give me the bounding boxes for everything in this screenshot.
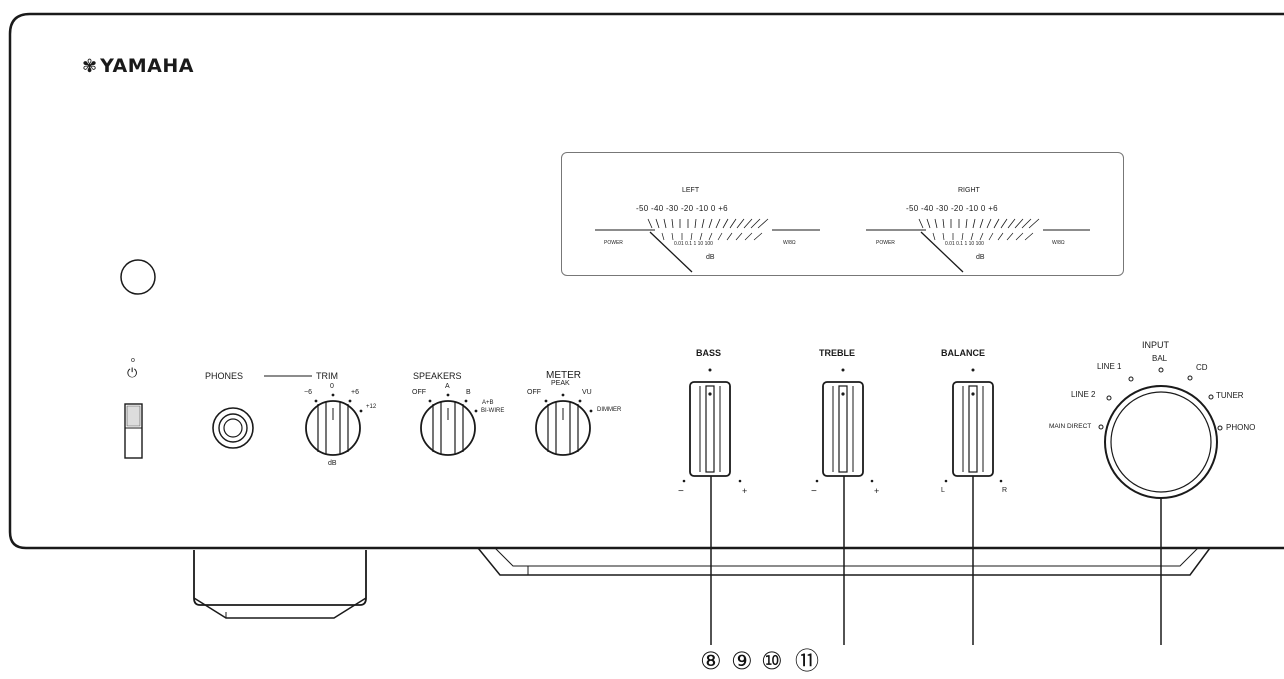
left-meter-small-scale: 0.01 0.1 1 10 100 <box>674 241 713 247</box>
balance-knob[interactable] <box>952 381 994 477</box>
meter-dimmer-label: DIMMER <box>597 407 622 413</box>
right-meter-power-label: POWER <box>876 240 895 246</box>
trim-plus12-label: +12 <box>366 404 377 410</box>
input-option-phono: PHONO <box>1226 423 1256 432</box>
meter-peak-label: PEAK <box>551 380 570 387</box>
power-switch[interactable] <box>124 403 143 459</box>
speakers-a-label: A <box>445 383 450 390</box>
input-option-main-direct: MAIN DIRECT <box>1049 423 1092 430</box>
bass-knob[interactable] <box>689 381 731 477</box>
yamaha-logo: ✾ YAMAHA <box>82 54 194 78</box>
trim-plus6-label: +6 <box>351 389 359 396</box>
speakers-b-label: B <box>466 389 471 396</box>
right-meter-watts-label: W/8Ω <box>1052 240 1065 246</box>
bass-minus-label: − <box>678 486 684 497</box>
left-meter-power-label: POWER <box>604 240 623 246</box>
treble-label: TREBLE <box>819 348 855 358</box>
right-meter-scale <box>866 218 1090 273</box>
trim-db-unit: dB <box>328 460 337 467</box>
callout-10: ⑩ <box>761 647 783 675</box>
left-meter-db-unit: dB <box>706 254 715 261</box>
trim-knob[interactable] <box>305 400 361 456</box>
level-meter-display <box>561 152 1124 276</box>
brand-logo-text: YAMAHA <box>100 55 194 77</box>
input-option-bal: BAL <box>1152 354 1168 363</box>
right-meter-small-scale: 0.01 0.1 1 10 100 <box>945 241 984 247</box>
treble-minus-label: − <box>811 486 817 497</box>
callout-8: ⑧ <box>700 647 722 675</box>
right-meter-db-unit: dB <box>976 254 985 261</box>
right-meter-title: RIGHT <box>958 187 980 194</box>
phones-jack[interactable] <box>212 407 254 449</box>
remote-sensor-ring <box>120 259 156 295</box>
speakers-knob[interactable] <box>420 400 476 456</box>
input-option-line2: LINE 2 <box>1071 390 1096 399</box>
left-meter-watts-label: W/8Ω <box>783 240 796 246</box>
speakers-biwire-label: BI-WIRE <box>481 408 505 414</box>
speakers-off-label: OFF <box>412 389 426 396</box>
left-meter-scale <box>595 218 820 273</box>
balance-label: BALANCE <box>941 348 985 358</box>
bass-plus-label: + <box>742 486 748 496</box>
callout-leader-lines <box>710 476 1162 645</box>
meter-off-label: OFF <box>527 389 541 396</box>
trim-label: TRIM <box>316 371 338 381</box>
trim-zero-label: 0 <box>330 383 334 390</box>
input-option-cd: CD <box>1196 363 1208 372</box>
right-meter-db-scale: -50 -40 -30 -20 -10 0 +6 <box>906 204 998 213</box>
input-option-tuner: TUNER <box>1216 391 1244 400</box>
treble-knob[interactable] <box>822 381 864 477</box>
foot <box>193 550 367 619</box>
treble-plus-label: + <box>874 486 880 496</box>
chassis-outline <box>8 12 1284 550</box>
meter-vu-label: VU <box>582 389 592 396</box>
meter-knob[interactable] <box>535 400 591 456</box>
bass-label: BASS <box>696 348 722 358</box>
power-indicator-label: o <box>131 357 135 364</box>
speakers-ab-label: A+B <box>482 400 494 406</box>
meter-label: METER <box>546 370 581 381</box>
balance-right-label: R <box>1002 487 1008 494</box>
input-selector-knob[interactable] <box>1104 385 1218 499</box>
balance-left-label: L <box>941 487 945 494</box>
trim-minus6-label: −6 <box>304 389 312 396</box>
base-strip <box>477 547 1211 576</box>
input-label: INPUT <box>1142 340 1169 350</box>
phones-label: PHONES <box>205 371 244 381</box>
input-option-line1: LINE 1 <box>1097 362 1122 371</box>
left-meter-title: LEFT <box>682 187 700 194</box>
standby-power-icon: ⏻ <box>127 366 138 381</box>
left-meter-db-scale: -50 -40 -30 -20 -10 0 +6 <box>636 204 728 213</box>
callout-9: ⑨ <box>731 647 753 675</box>
callout-11: ⑪ <box>795 647 819 675</box>
tuning-fork-emblem-icon: ✾ <box>82 55 98 77</box>
speakers-label: SPEAKERS <box>413 371 462 381</box>
